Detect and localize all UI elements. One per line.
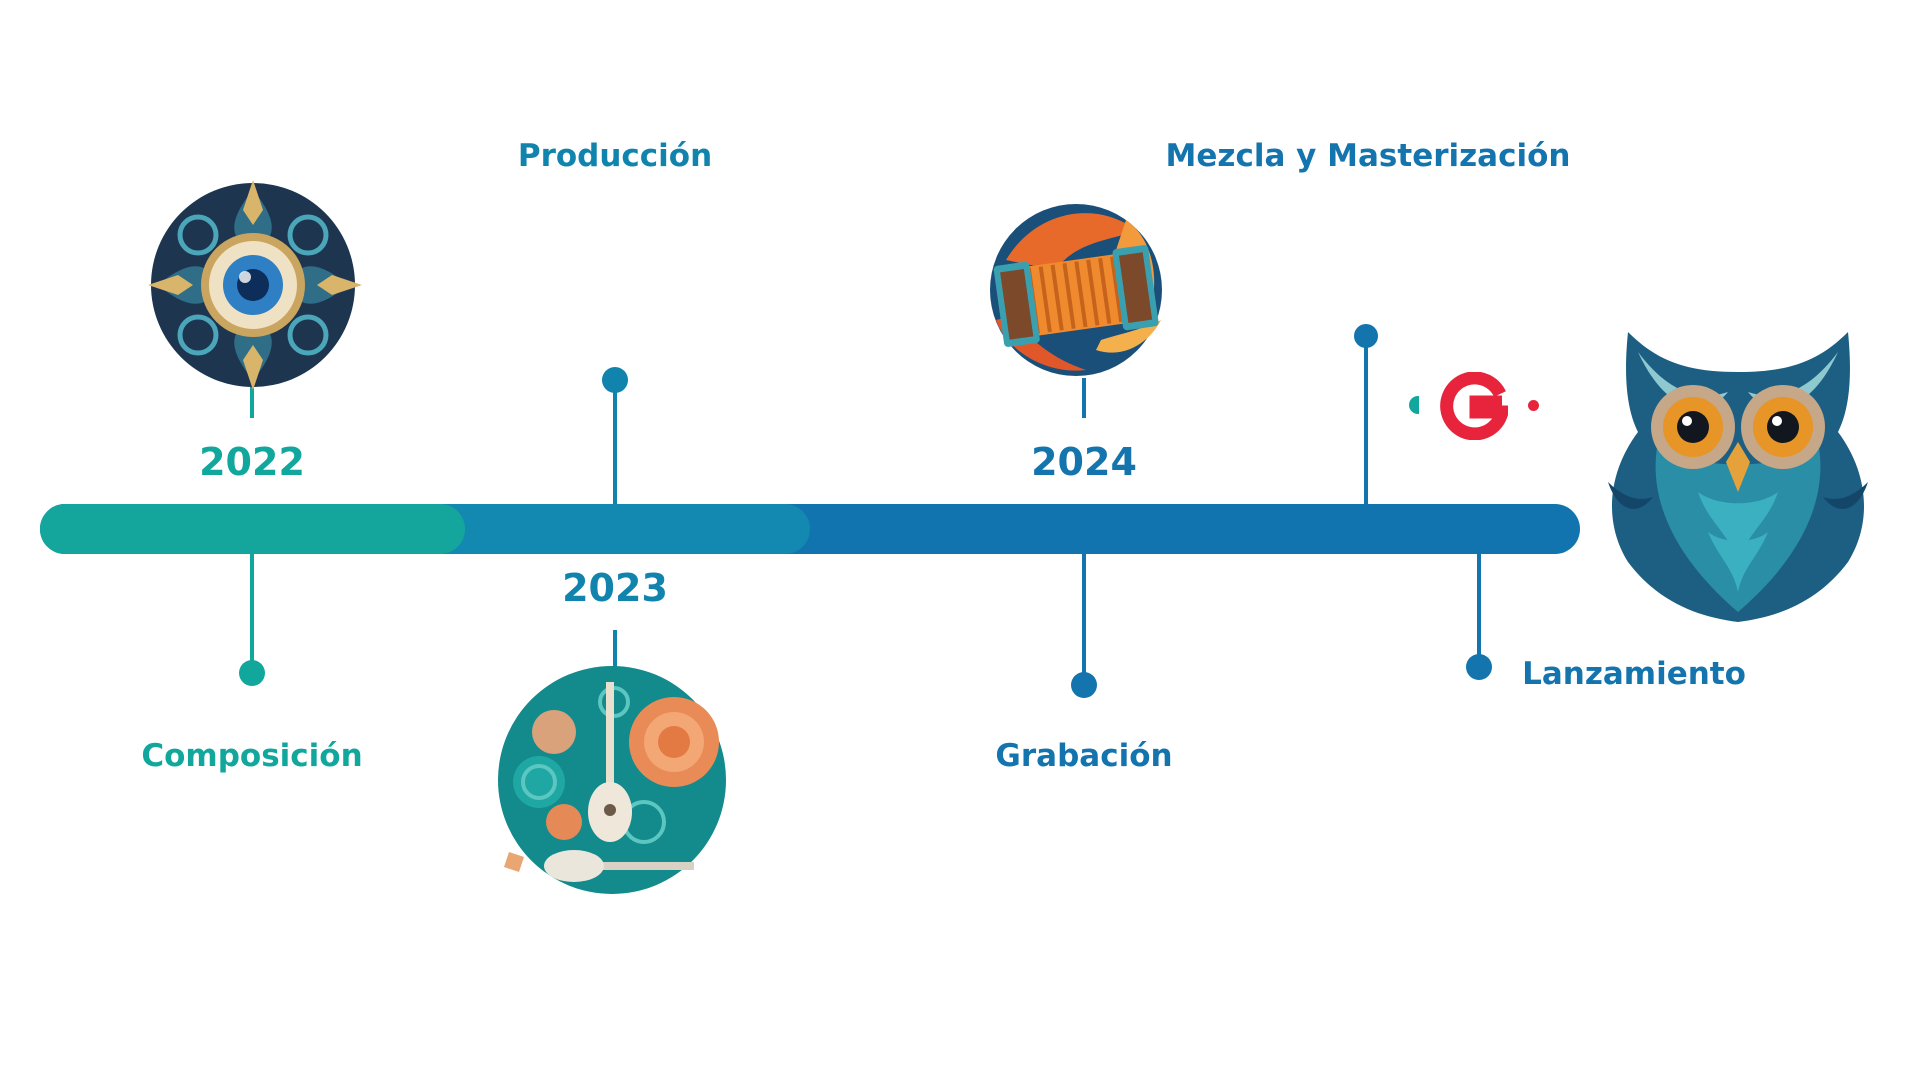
- grabacion-stem: [1082, 554, 1086, 684]
- year-2024-stem: [1082, 378, 1086, 418]
- mezcla-stem: [1364, 336, 1368, 504]
- g-logo-icon: [1440, 372, 1508, 440]
- year-2022-label: 2022: [199, 440, 305, 484]
- lanzamiento-stem: [1477, 554, 1481, 664]
- milestone-mezcla-label: Mezcla y Masterización: [1165, 138, 1571, 174]
- accordion-icon: [990, 204, 1162, 376]
- grabacion-dot: [1071, 672, 1097, 698]
- owl-icon: [1608, 332, 1868, 622]
- milestone-composicion-label: Composición: [141, 738, 363, 774]
- year-2024-label: 2024: [1031, 440, 1137, 484]
- composicion-dot: [239, 660, 265, 686]
- year-2023-stem: [613, 630, 617, 668]
- lanzamiento-dot: [1466, 654, 1492, 680]
- timeline-bar-segment-1: [40, 504, 465, 554]
- produccion-stem: [613, 380, 617, 504]
- logo-right-dot: [1528, 400, 1539, 411]
- year-2023-label: 2023: [562, 566, 668, 610]
- milestone-lanzamiento-label: Lanzamiento: [1522, 656, 1746, 692]
- milestone-produccion-label: Producción: [517, 138, 713, 174]
- eye-mandala-icon: [148, 180, 362, 390]
- composicion-stem: [250, 554, 254, 670]
- milestone-grabacion-label: Grabación: [995, 738, 1173, 774]
- guitar-quilling-icon: [498, 666, 726, 894]
- logo-left-dot: [1409, 396, 1419, 414]
- year-2022-stem: [250, 382, 254, 418]
